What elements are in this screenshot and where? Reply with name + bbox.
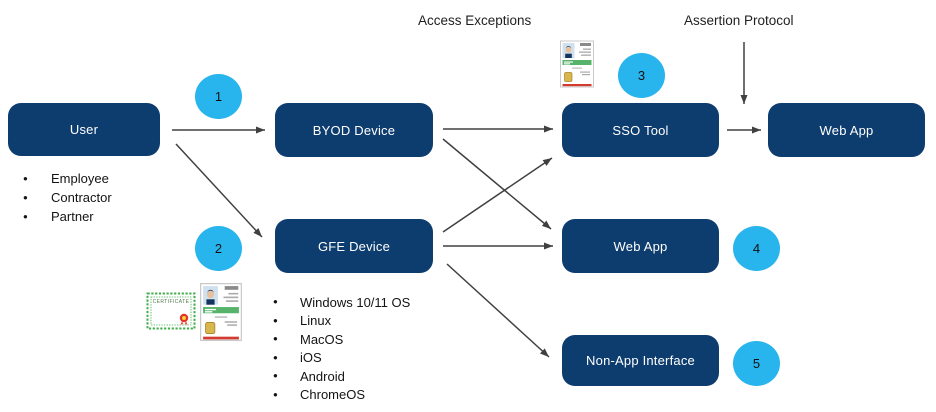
node-web-app-top: Web App [768, 103, 925, 157]
bullet-icon: ● [273, 334, 278, 344]
node-web-app-top-label: Web App [819, 122, 874, 138]
list-item: ● iOS [265, 349, 410, 368]
access-exceptions-label: Access Exceptions [418, 13, 532, 28]
node-web-app-mid: Web App [562, 219, 719, 273]
id-badge-icon [200, 283, 242, 341]
assertion-protocol-label: Assertion Protocol [684, 13, 794, 28]
arrow-gfe-to-sso [442, 157, 553, 233]
step-badge-4-number: 4 [752, 241, 761, 256]
bullet-icon: ● [23, 173, 28, 183]
node-gfe-device: GFE Device [275, 219, 433, 273]
id-badge-icon [560, 40, 594, 88]
gfe-os-label: Android [300, 368, 345, 384]
certificate-icon: CERTIFICATE [146, 292, 196, 330]
step-badge-1: 1 [195, 74, 242, 119]
step-badge-2: 2 [195, 226, 242, 271]
node-byod-device: BYOD Device [275, 103, 433, 157]
list-item: ● ChromeOS [265, 386, 410, 405]
bullet-icon: ● [273, 315, 278, 325]
node-sso-tool: SSO Tool [562, 103, 719, 157]
node-web-app-mid-label: Web App [613, 238, 668, 254]
list-item: ● Android [265, 367, 410, 386]
step-badge-3-number: 3 [637, 68, 646, 83]
bullet-icon: ● [273, 389, 278, 399]
node-user: User [8, 103, 160, 156]
bullet-icon: ● [23, 211, 28, 221]
arrow-byod-to-webapp [442, 138, 552, 230]
list-item: ● Employee [16, 169, 112, 188]
step-badge-3: 3 [618, 53, 665, 98]
step-badge-5-number: 5 [752, 356, 761, 371]
node-user-label: User [69, 122, 99, 137]
user-type-label: Employee [51, 171, 109, 186]
list-item: ● Linux [265, 312, 410, 331]
step-badge-2-number: 2 [214, 241, 223, 256]
node-non-app-interface-label: Non-App Interface [586, 353, 695, 368]
node-sso-tool-label: SSO Tool [612, 122, 669, 138]
gfe-os-label: ChromeOS [300, 387, 366, 403]
list-item: ● Contractor [16, 188, 112, 207]
step-badge-1-number: 1 [214, 89, 223, 104]
node-gfe-device-label: GFE Device [317, 238, 391, 254]
list-item: ● Partner [16, 207, 112, 226]
arrow-user-to-gfe [175, 143, 263, 238]
gfe-os-label: MacOS [300, 331, 344, 347]
bullet-icon: ● [23, 192, 28, 202]
gfe-os-list: ● Windows 10/11 OS ● Linux ● MacOS ● iOS… [265, 293, 410, 404]
step-badge-4: 4 [733, 226, 780, 271]
arrow-gfe-to-nonapp [446, 263, 550, 358]
gfe-os-label: iOS [300, 350, 322, 366]
gfe-os-label: Windows 10/11 OS [300, 294, 411, 310]
user-type-label: Partner [51, 209, 94, 224]
bullet-icon: ● [273, 371, 278, 381]
list-item: ● Windows 10/11 OS [265, 293, 410, 312]
node-byod-device-label: BYOD Device [312, 122, 396, 138]
node-non-app-interface: Non-App Interface [562, 335, 719, 386]
step-badge-5: 5 [733, 341, 780, 386]
bullet-icon: ● [273, 352, 278, 362]
user-type-label: Contractor [51, 190, 112, 205]
certificate-text: CERTIFICATE [153, 299, 190, 305]
gfe-os-label: Linux [300, 313, 332, 329]
user-types-list: ● Employee ● Contractor ● Partner [16, 169, 112, 226]
list-item: ● MacOS [265, 330, 410, 349]
bullet-icon: ● [273, 297, 278, 307]
